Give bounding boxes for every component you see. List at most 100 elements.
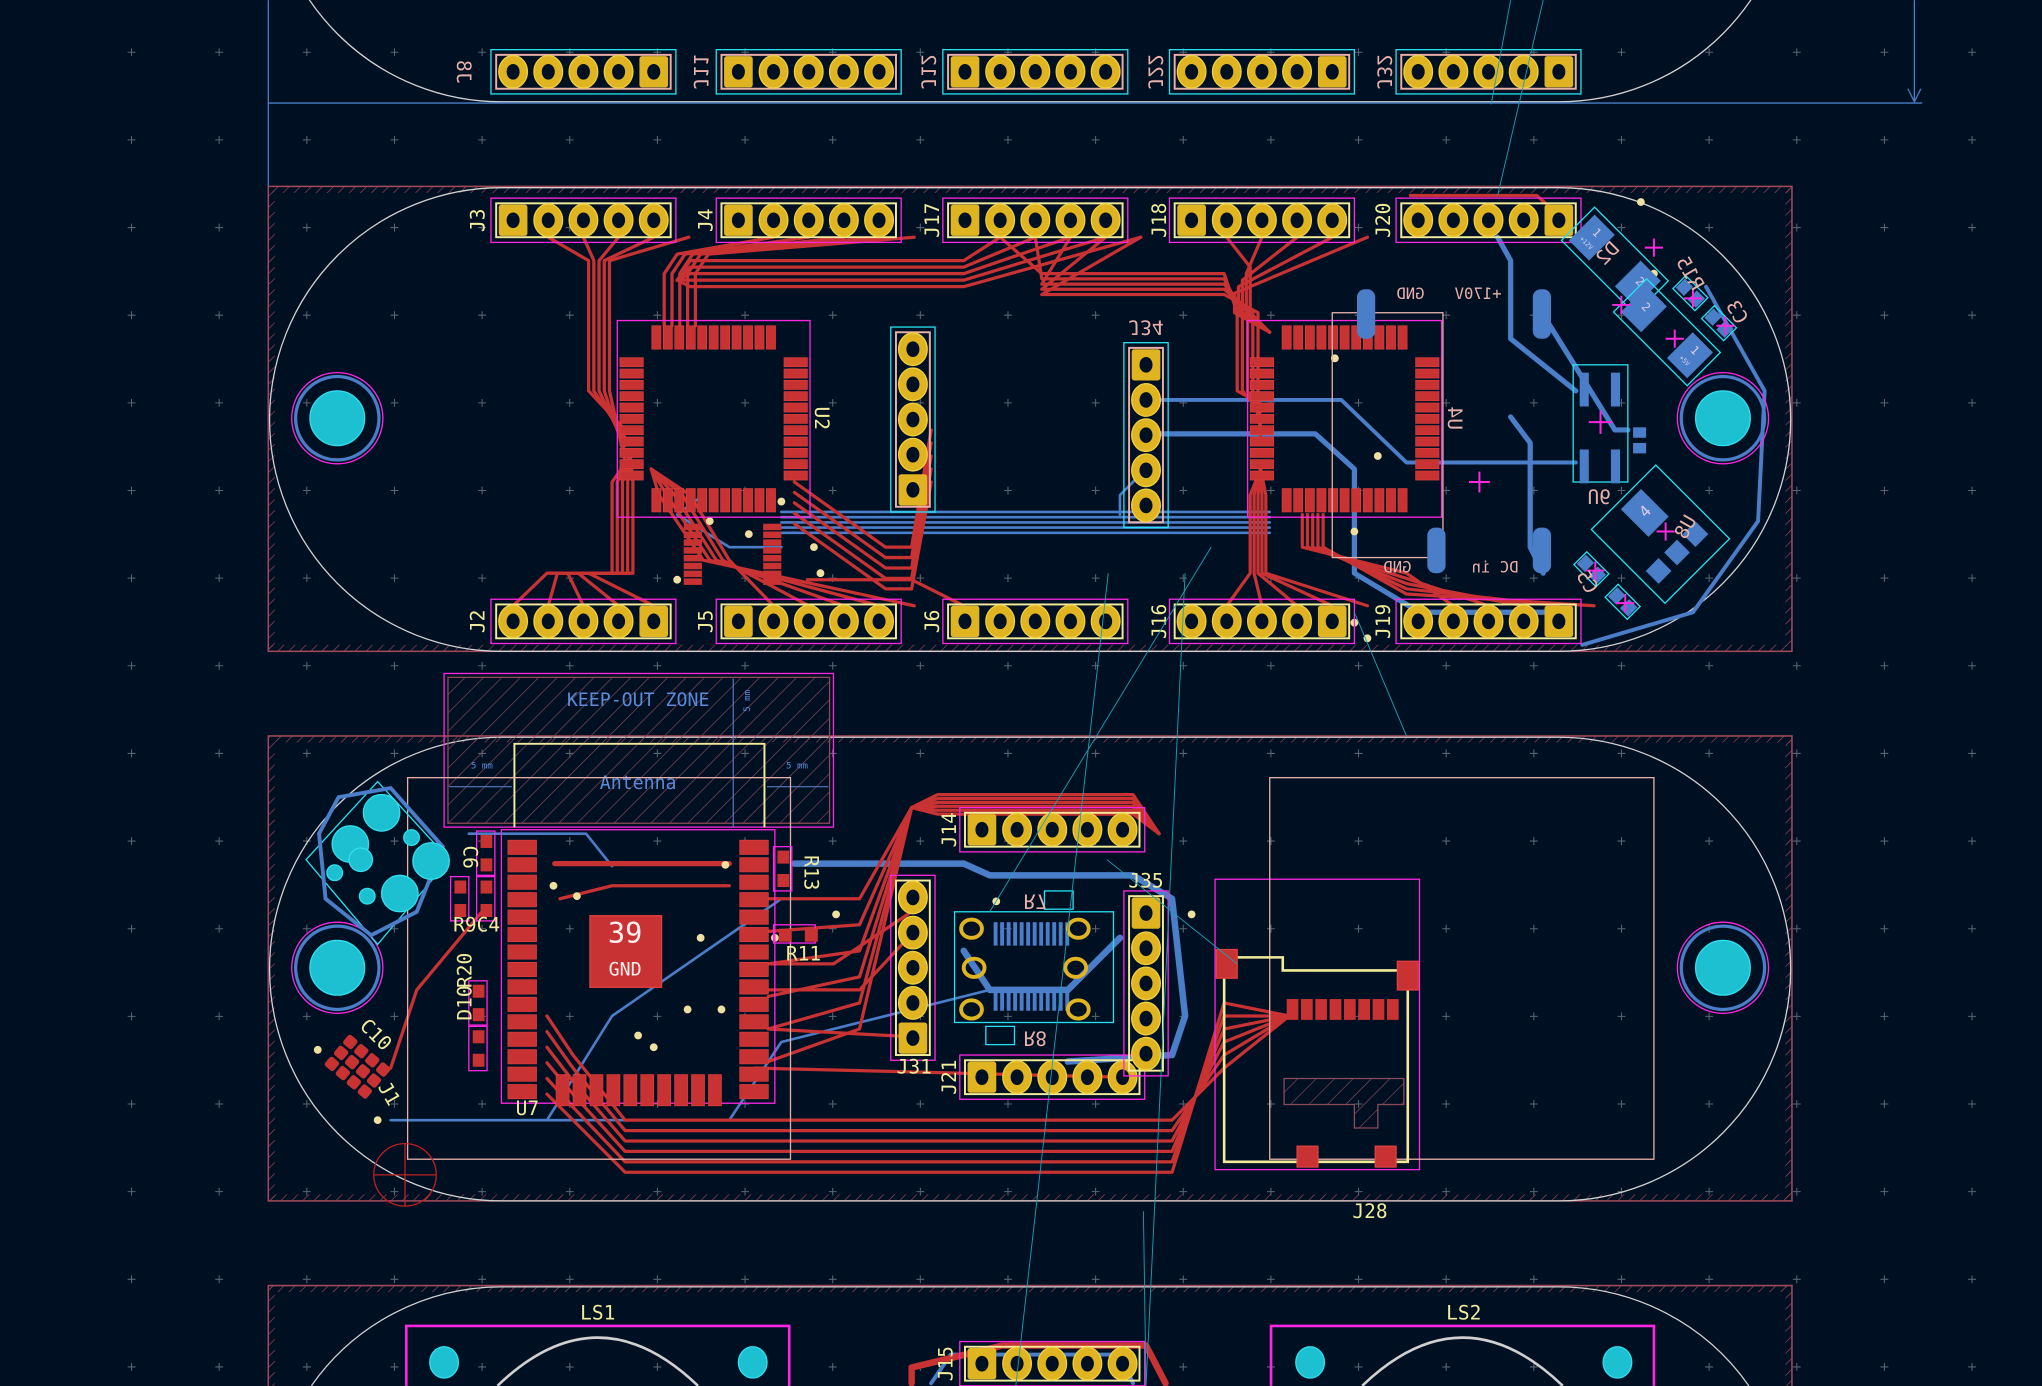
connector-j16[interactable] <box>1168 598 1356 645</box>
connector-j15[interactable] <box>959 1340 1146 1386</box>
courtyard-outline <box>449 875 470 922</box>
drill-hole <box>1139 462 1153 479</box>
ic-u8: 4 <box>1590 464 1731 605</box>
smd-pad <box>1415 357 1440 368</box>
smd-passive <box>772 846 793 892</box>
grid-cross <box>302 48 311 57</box>
smd-pad <box>685 488 696 513</box>
grid-cross <box>478 1187 487 1196</box>
trace <box>389 897 783 1122</box>
connector-j20[interactable] <box>1395 197 1582 244</box>
grid-cross <box>1442 574 1451 583</box>
connector-j2[interactable] <box>490 598 677 645</box>
grid-cross <box>302 486 311 495</box>
grid-cross <box>1442 837 1451 845</box>
connector-j12[interactable] <box>942 49 1129 95</box>
connector-j5[interactable] <box>715 598 902 645</box>
smd-pad <box>1386 488 1396 513</box>
grid-cross <box>1617 486 1626 495</box>
smd-pad <box>1415 447 1440 458</box>
connector-j33[interactable] <box>890 326 936 513</box>
grid-cross <box>478 1275 487 1284</box>
ic-u2[interactable] <box>616 319 811 518</box>
smd-pad <box>739 909 769 925</box>
smd-pad <box>993 922 998 946</box>
smd-pad <box>1249 368 1274 379</box>
smd-pad <box>763 531 782 539</box>
grid-cross <box>1091 311 1100 320</box>
drill-hole <box>1185 63 1199 80</box>
pad-net-label: GND <box>609 959 642 980</box>
panel-hatch <box>268 735 275 1201</box>
center-mark <box>1716 316 1735 335</box>
smd-pad <box>365 1053 380 1068</box>
grid-cross <box>1179 1275 1188 1284</box>
drill-hole <box>1139 905 1153 921</box>
grid-cross <box>390 311 399 320</box>
smd-pad <box>480 903 493 917</box>
smd-pad <box>1610 449 1621 484</box>
center-mark <box>1683 289 1703 308</box>
grid-cross <box>1354 136 1363 144</box>
grid-cross <box>828 1275 837 1284</box>
connector-j31[interactable] <box>890 874 936 1061</box>
connector-j21[interactable] <box>959 1054 1146 1100</box>
connector-j17[interactable] <box>942 197 1129 244</box>
courtyard-outline <box>942 598 1129 645</box>
reference-label-j11: J11 <box>689 54 712 89</box>
connector-j3[interactable] <box>490 197 677 244</box>
smd-pad <box>1293 325 1304 350</box>
connector-j18[interactable] <box>1168 197 1356 244</box>
joystick[interactable] <box>305 780 451 946</box>
connector-j14[interactable] <box>959 806 1146 853</box>
connector-j35[interactable] <box>1123 890 1169 1077</box>
smd-pad <box>1286 999 1299 1020</box>
trace <box>670 235 811 328</box>
connector-j32[interactable] <box>1395 49 1582 95</box>
grid-cross <box>478 661 487 670</box>
grid-cross <box>127 311 136 320</box>
connector-j4[interactable] <box>715 197 902 244</box>
connector-j22[interactable] <box>1168 49 1356 95</box>
smd-pad <box>1000 922 1005 946</box>
silk-outline <box>1173 603 1351 640</box>
mounting-hole-courtyard <box>1676 371 1770 465</box>
trace <box>1144 398 1578 465</box>
trace <box>908 1342 1169 1386</box>
drill-hole <box>1517 212 1531 229</box>
smd-pad <box>683 531 702 539</box>
connector-j8[interactable] <box>490 49 677 95</box>
grid-cross <box>302 924 311 933</box>
trace <box>766 792 1161 901</box>
connector-j6[interactable] <box>942 598 1129 645</box>
grid-cross <box>302 223 311 232</box>
drill-hole <box>1411 63 1425 80</box>
connector-j34[interactable] <box>1123 342 1169 529</box>
smd-pad <box>1415 391 1440 402</box>
panel-hatch <box>268 186 275 652</box>
connector-j19[interactable] <box>1395 598 1582 645</box>
antenna-label: Antenna <box>600 773 677 794</box>
smd-pad <box>507 944 537 960</box>
connector-j11[interactable] <box>715 49 902 95</box>
trace <box>791 860 1189 1065</box>
drill-hole <box>1185 212 1199 229</box>
trace <box>675 235 1108 282</box>
grid-cross <box>1880 48 1889 57</box>
grid-cross <box>1442 1100 1451 1108</box>
drill-hole <box>872 613 886 630</box>
module-outline <box>406 776 792 1160</box>
smd-passive <box>475 875 496 922</box>
drill-hole <box>767 63 781 80</box>
courtyard-outline <box>1123 342 1169 529</box>
courtyard-outline <box>468 1025 488 1072</box>
smd-pad <box>743 488 753 513</box>
connector-j28-sdcard[interactable] <box>1214 776 1655 1171</box>
grid-cross <box>1529 1363 1538 1371</box>
smd-pad <box>739 1084 769 1100</box>
reference-label-j17: J17 <box>921 203 944 238</box>
ic-u4[interactable] <box>1246 319 1443 518</box>
